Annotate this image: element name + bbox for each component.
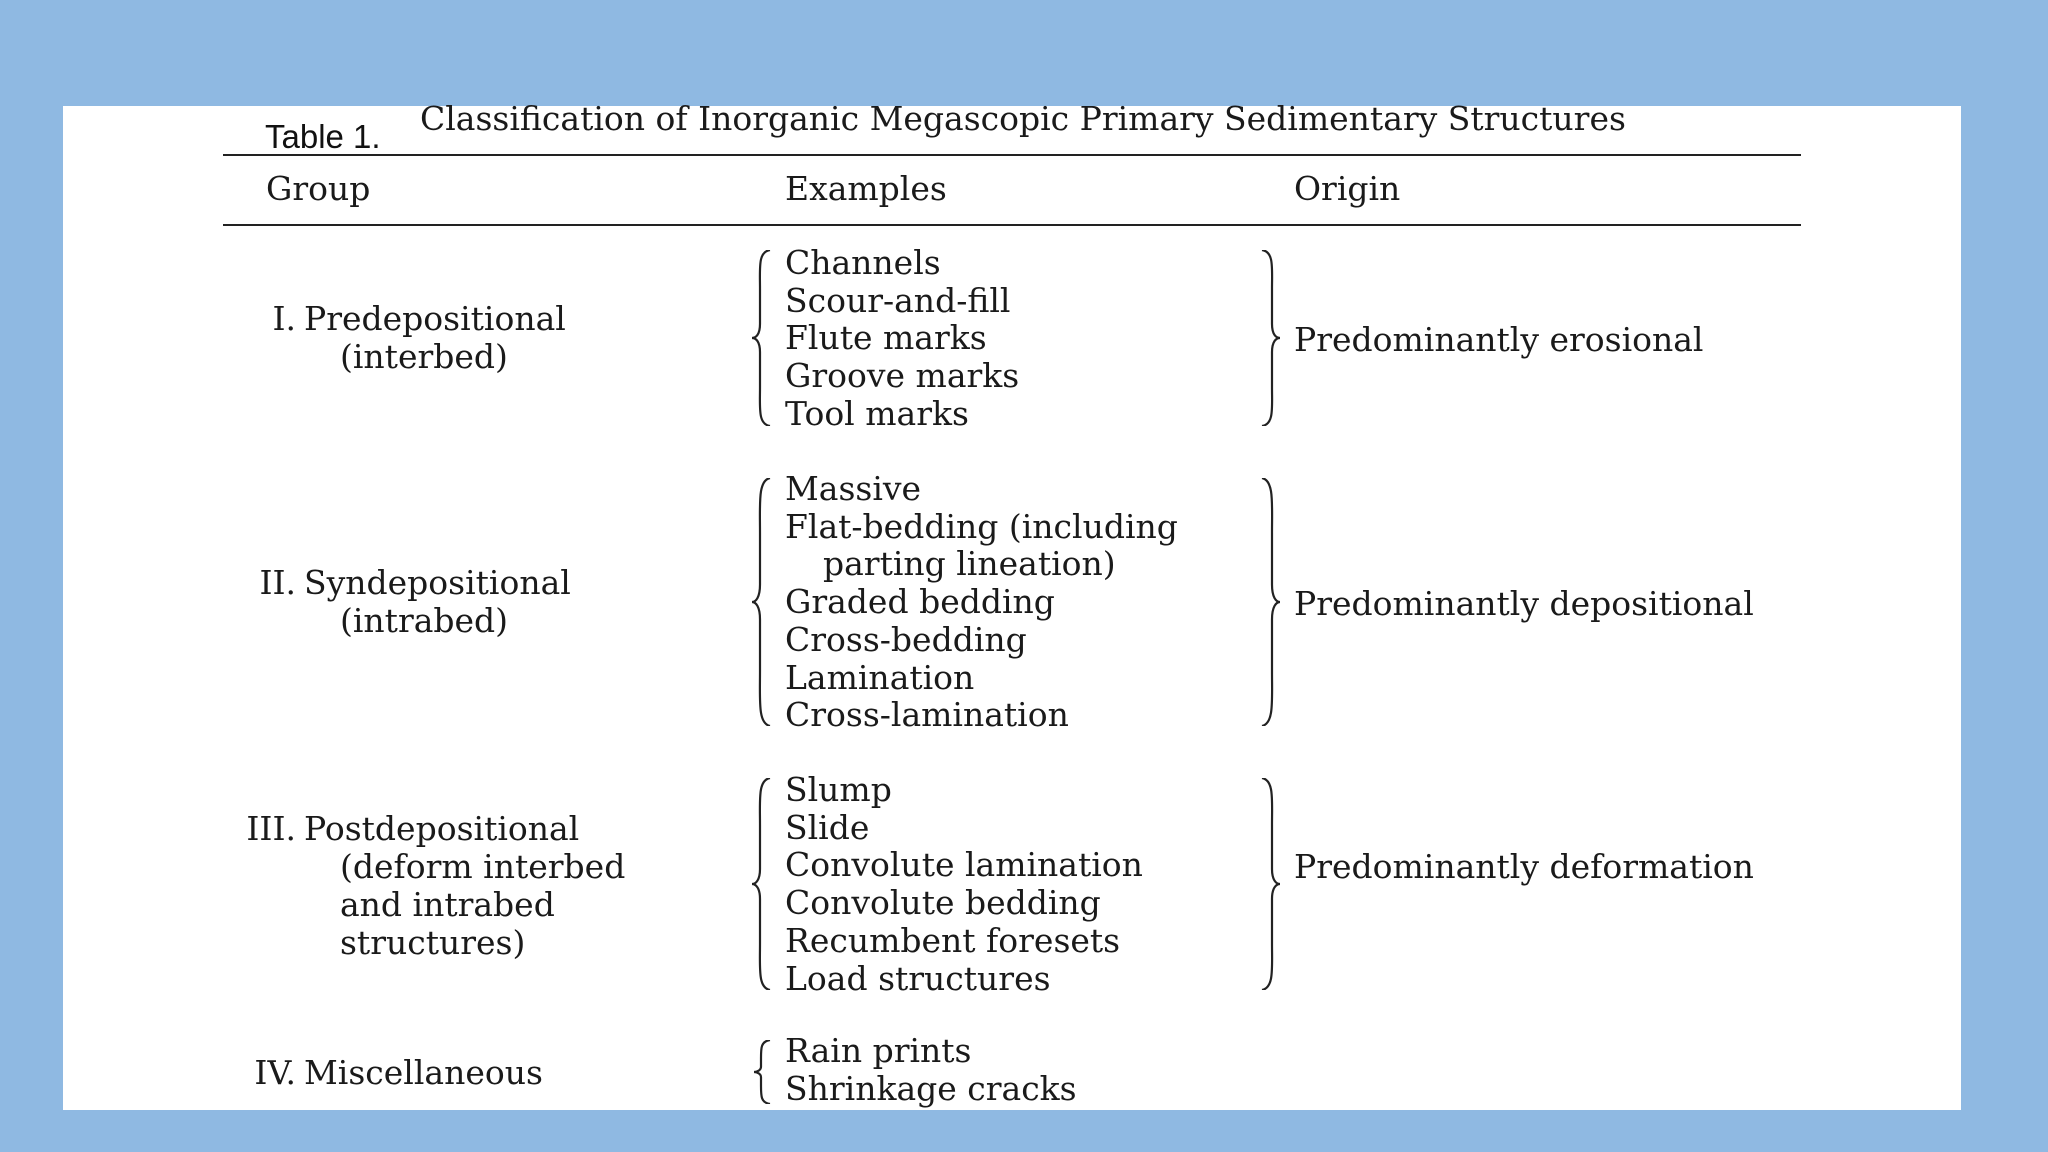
group-subtitle: and intrabed [340,885,555,924]
example-item: Graded bedding [785,582,1055,622]
example-item: Groove marks [785,356,1020,396]
origin-row-3: Predominantly deformation [1294,847,1754,886]
left-brace-row-1 [752,250,774,426]
example-item: Load structures [785,958,1051,998]
example-item: Slump [785,770,892,809]
left-brace-row-4 [752,1040,774,1104]
example-item: Channels [785,243,941,282]
example-item: Cross-bedding [785,619,1027,659]
header-group: Group [266,169,371,208]
right-brace-row-2 [1258,478,1280,726]
left-brace-row-2 [752,478,774,726]
group-row-3: III. Postdepositional (deform interbed a… [226,810,746,970]
example-item: Slide [785,807,870,847]
example-item: Rain prints [785,1031,972,1070]
group-numeral: II. [259,563,296,602]
table-title: Classification of Inorganic Megascopic P… [420,99,1626,138]
header-origin: Origin [1294,169,1401,208]
group-name: Miscellaneous [304,1053,543,1092]
group-subtitle: structures) [340,923,526,962]
group-numeral: III. [246,809,296,848]
table-label: Table 1. [265,118,381,155]
group-row-4: IV. Miscellaneous [226,1054,746,1094]
examples-row-3: Slump Slide Convolute lamination Convolu… [785,771,1143,997]
right-brace-row-3 [1258,778,1280,990]
example-item: Cross-lamination [785,695,1069,735]
group-name: Syndepositional [304,563,571,602]
header-rule [223,224,1801,226]
slide-panel [63,106,1961,1110]
example-item: Lamination [785,657,975,697]
group-row-2: II. Syndepositional (intrabed) [210,564,730,644]
example-item: Scour-and-fill [785,280,1011,320]
header-examples: Examples [785,169,947,208]
example-item: Convolute lamination [785,845,1143,885]
example-item: Convolute bedding [785,883,1101,923]
example-item: parting lineation) [823,544,1116,584]
example-item: Flute marks [785,318,987,358]
group-name: Predepositional [304,299,566,338]
top-rule [223,154,1801,156]
example-item: Recumbent foresets [785,920,1121,960]
left-brace-row-3 [752,778,774,990]
example-item: Flat-bedding (including [785,506,1178,546]
examples-row-1: Channels Scour-and-fill Flute marks Groo… [785,244,1019,433]
example-item: Tool marks [785,393,969,433]
group-numeral: IV. [254,1053,296,1092]
origin-row-2: Predominantly depositional [1294,584,1754,623]
examples-row-4: Rain prints Shrinkage cracks [785,1032,1077,1107]
group-subtitle: (deform interbed [340,847,626,886]
right-brace-row-1 [1258,250,1280,426]
group-subtitle: (interbed) [340,337,508,376]
example-item: Massive [785,469,922,508]
group-name: Postdepositional [304,809,580,848]
group-numeral: I. [272,299,296,338]
group-row-1: I. Predepositional (interbed) [226,300,726,380]
examples-row-2: Massive Flat-bedding (including parting … [785,470,1178,734]
group-subtitle: (intrabed) [340,601,509,640]
origin-row-1: Predominantly erosional [1294,320,1704,359]
example-item: Shrinkage cracks [785,1068,1077,1108]
